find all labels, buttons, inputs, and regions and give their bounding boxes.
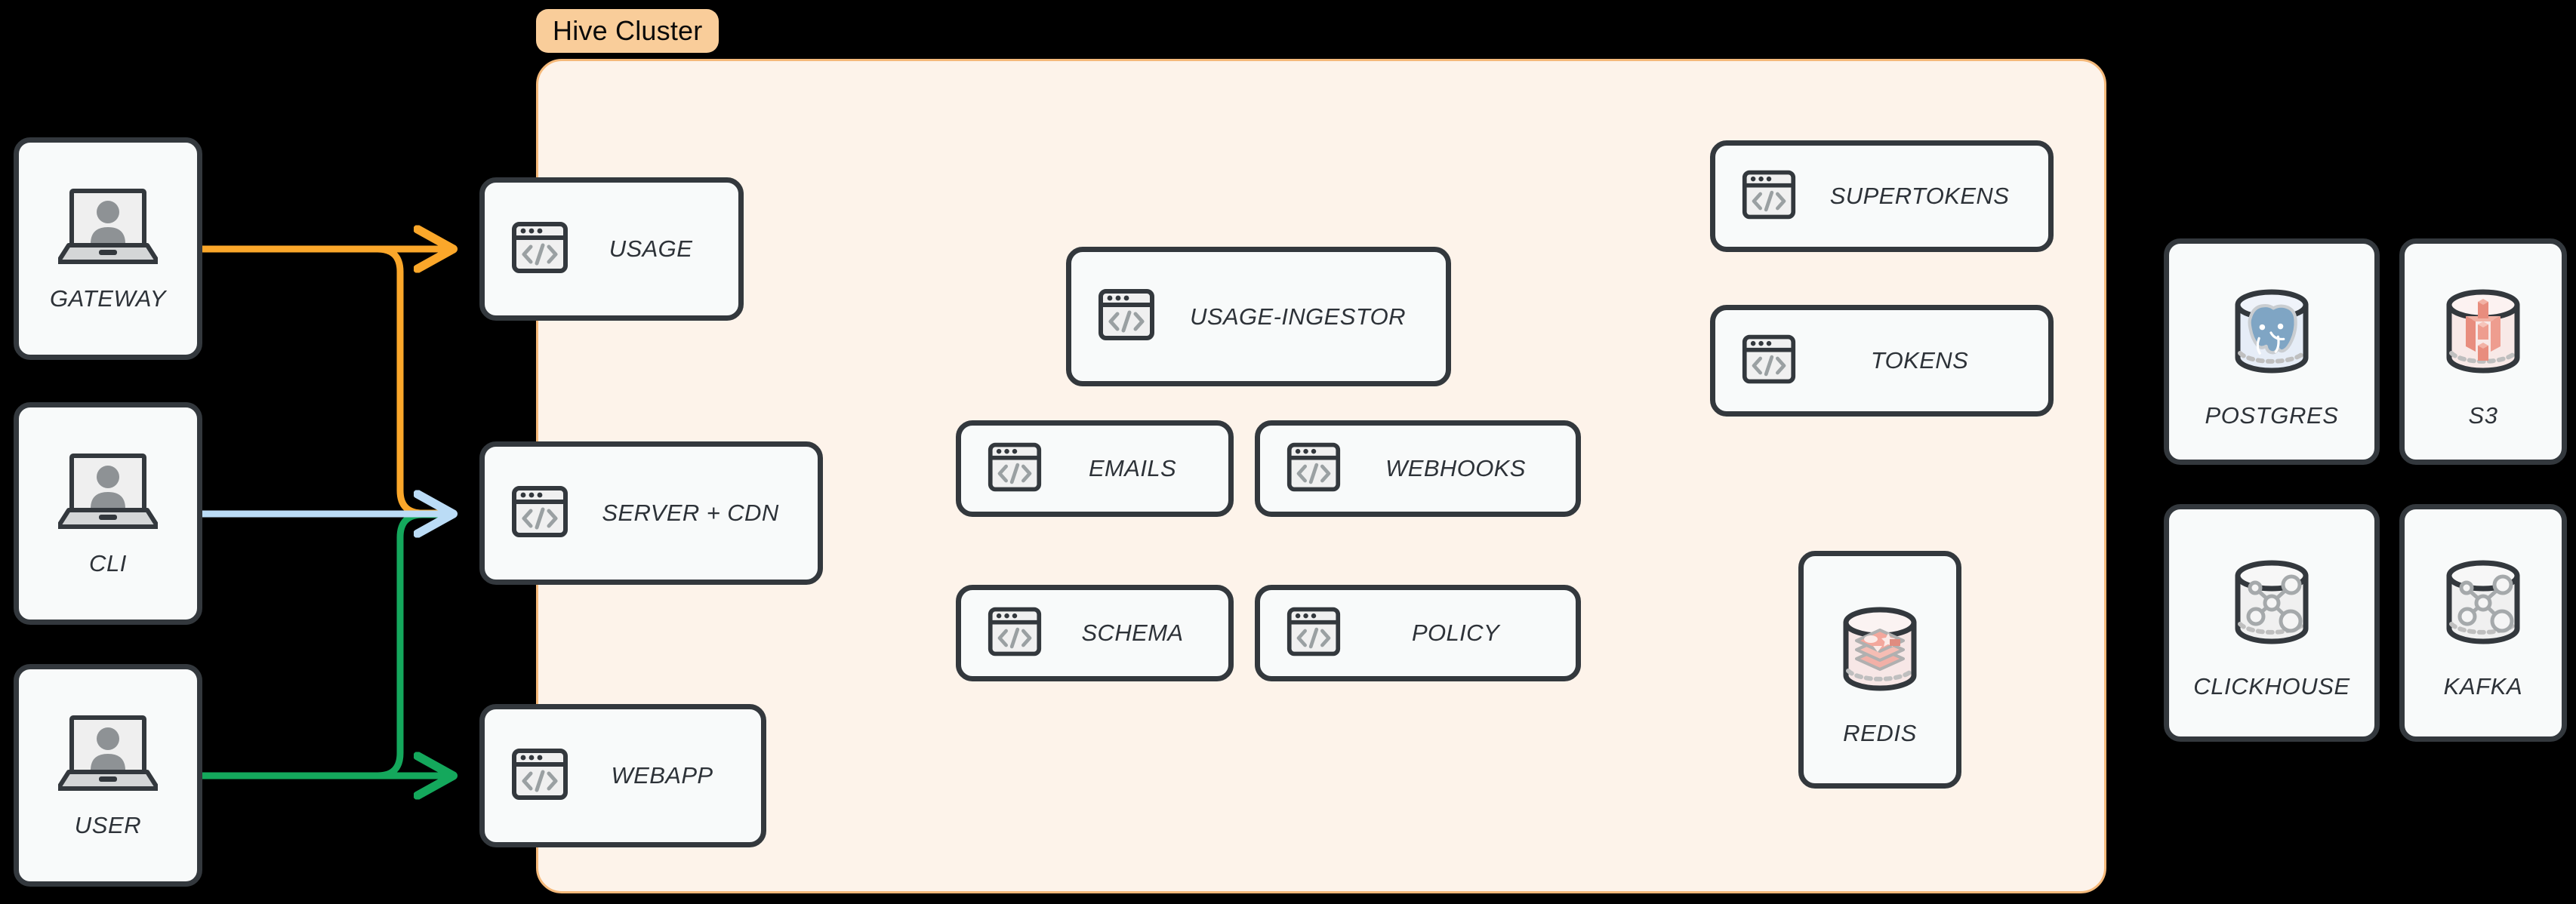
datastore-card-clickhouse[interactable]: CLICKHOUSE (2164, 504, 2380, 742)
service-label: USAGE (609, 235, 693, 262)
actor-card-user[interactable]: USER (14, 664, 202, 887)
code-window-icon (1286, 439, 1342, 499)
service-label: SUPERTOKENS (1829, 183, 2010, 209)
actor-card-gateway[interactable]: GATEWAY (14, 137, 202, 360)
code-window-icon (1286, 604, 1342, 663)
service-card-usage-ingestor[interactable]: USAGE-INGESTOR (1066, 247, 1451, 386)
code-window-icon (987, 439, 1043, 499)
datastore-label: CLICKHOUSE (2193, 673, 2350, 700)
code-window-icon (987, 604, 1043, 663)
graph-cylinder-icon (2427, 546, 2540, 663)
redis-cylinder-icon (1823, 592, 1937, 709)
service-label: SERVER + CDN (602, 500, 779, 526)
graph-cylinder-icon (2215, 546, 2328, 663)
datastore-label: KAFKA (2443, 673, 2523, 700)
service-label: POLICY (1411, 620, 1500, 646)
datastore-label: S3 (2468, 401, 2498, 429)
laptop-user-icon (56, 185, 160, 272)
datastore-card-s3[interactable]: S3 (2399, 238, 2567, 465)
service-card-supertokens[interactable]: SUPERTOKENS (1710, 140, 2054, 252)
laptop-user-icon (56, 450, 160, 537)
service-card-webhooks[interactable]: WEBHOOKS (1255, 420, 1581, 517)
actor-label: CLI (88, 550, 128, 577)
actor-card-cli[interactable]: CLI (14, 402, 202, 625)
service-label: WEBHOOKS (1385, 455, 1526, 481)
service-card-tokens[interactable]: TOKENS (1710, 305, 2054, 417)
laptop-user-icon (56, 712, 160, 798)
code-window-icon (510, 745, 569, 807)
datastore-label: POSTGRES (2205, 401, 2339, 429)
datastore-card-postgres[interactable]: POSTGRES (2164, 238, 2380, 465)
s3-cylinder-icon (2427, 275, 2540, 392)
actor-label: GATEWAY (49, 285, 167, 312)
code-window-icon (510, 218, 569, 281)
service-label: SCHEMA (1081, 620, 1184, 646)
datastore-label: REDIS (1843, 720, 1917, 746)
service-label: USAGE-INGESTOR (1190, 303, 1406, 330)
actor-label: USER (74, 812, 142, 838)
datastore-card-redis[interactable]: REDIS (1798, 551, 1961, 789)
service-label: TOKENS (1870, 347, 1969, 374)
service-card-server-cdn[interactable]: SERVER + CDN (479, 441, 823, 585)
service-label: EMAILS (1088, 455, 1177, 481)
datastore-card-kafka[interactable]: KAFKA (2399, 504, 2567, 742)
postgres-cylinder-icon (2215, 275, 2328, 392)
service-card-schema[interactable]: SCHEMA (956, 585, 1234, 681)
hive-cluster-label: Hive Cluster (536, 9, 719, 53)
service-card-usage[interactable]: USAGE (479, 177, 744, 321)
code-window-icon (1097, 285, 1156, 348)
service-label: WEBAPP (611, 762, 713, 789)
connector-gateway-server (202, 245, 449, 517)
service-card-webapp[interactable]: WEBAPP (479, 704, 766, 847)
code-window-icon (1741, 331, 1797, 391)
service-card-policy[interactable]: POLICY (1255, 585, 1581, 681)
code-window-icon (1741, 167, 1797, 226)
connector-user-server (202, 511, 449, 779)
code-window-icon (510, 482, 569, 545)
service-card-emails[interactable]: EMAILS (956, 420, 1234, 517)
